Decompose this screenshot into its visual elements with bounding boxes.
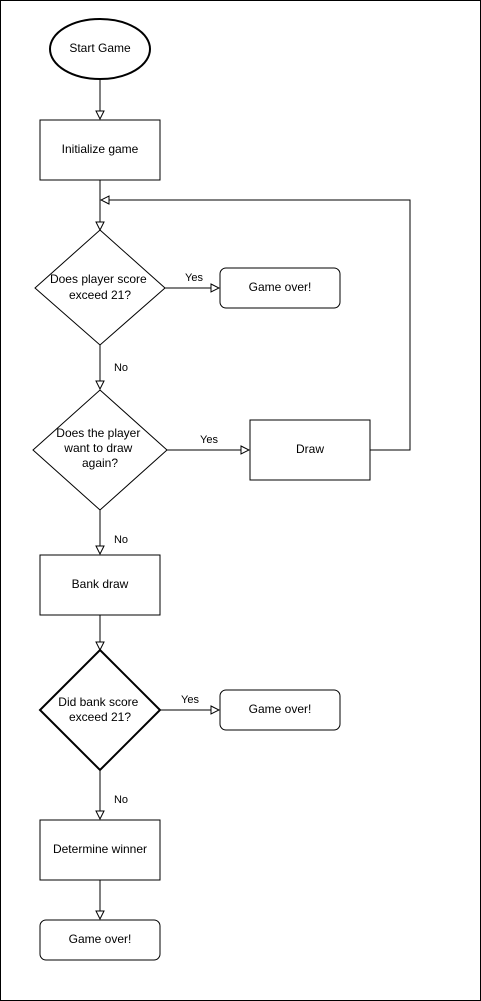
game-over-node-2 <box>219 689 341 731</box>
game-over-label-3: Game over! <box>69 932 132 946</box>
winner-label: Determine winner <box>53 842 147 856</box>
edge-draw-loop-back <box>101 200 411 451</box>
draw-decision-node <box>32 389 168 511</box>
game-over-node-3 <box>39 919 161 961</box>
edge-label-bank-yes: Yes <box>181 694 199 706</box>
edge-label-draw-no: No <box>114 534 128 546</box>
winner-node <box>39 819 161 881</box>
bank-decision-label: Did bank score exceed 21? <box>58 695 141 724</box>
game-over-label-1: Game over! <box>249 280 312 294</box>
score-decision-label: Does player score exceed 21? <box>50 272 150 302</box>
bank-decision-node <box>38 648 162 772</box>
draw-label: Draw <box>296 442 324 456</box>
start-label: Start Game <box>69 41 131 55</box>
init-label: Initialize game <box>62 142 139 156</box>
edge-label-bank-no: No <box>114 794 128 806</box>
bank-draw-node <box>39 554 161 616</box>
edge-label-score-no: No <box>114 362 128 374</box>
draw-node <box>249 419 371 481</box>
game-over-node-1 <box>219 267 341 309</box>
init-node <box>39 119 161 181</box>
score-decision-node <box>34 229 166 346</box>
start-node <box>49 18 151 80</box>
edge-label-score-yes: Yes <box>185 272 203 284</box>
bank-draw-label: Bank draw <box>72 577 129 591</box>
edge-label-draw-yes: Yes <box>200 434 218 446</box>
game-over-label-2: Game over! <box>249 702 312 716</box>
draw-decision-label: Does the player want to draw again? <box>56 426 143 470</box>
